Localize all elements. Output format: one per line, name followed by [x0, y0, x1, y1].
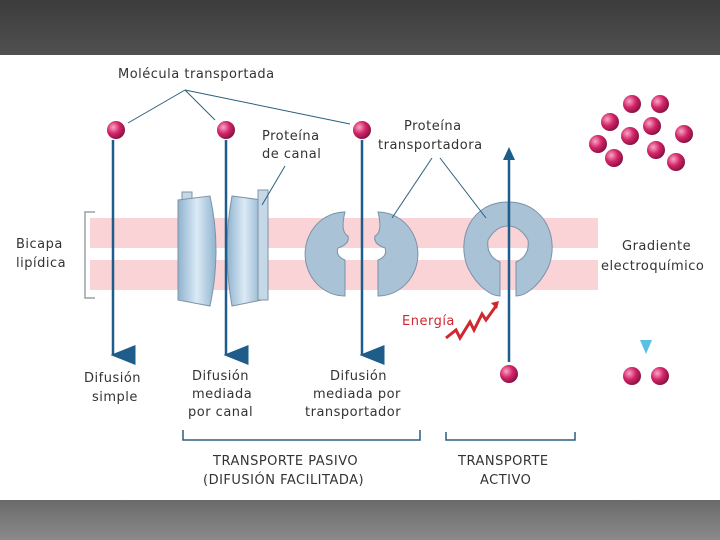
carrier-protein-label-2: transportadora	[378, 138, 483, 153]
active-transport-label-2: ACTIVO	[480, 473, 531, 488]
energy-bolt-icon	[445, 305, 498, 342]
carrier-diffusion-label-1: Difusión	[330, 369, 387, 384]
active-transport-label-1: TRANSPORTE	[457, 454, 549, 469]
energy-label: Energía	[402, 314, 455, 329]
channel-diffusion-label-3: por canal	[188, 405, 253, 420]
slide-bottom-bar	[0, 500, 720, 540]
carrier-protein-passive	[304, 211, 419, 297]
gradient-label-1: Gradiente	[622, 239, 691, 254]
channel-protein	[177, 189, 269, 307]
bilayer-label-2: lipídica	[16, 256, 66, 271]
passive-transport-bracket	[182, 430, 421, 441]
bilayer-label-1: Bicapa	[16, 237, 63, 252]
slide-top-bar	[0, 0, 720, 55]
pointer-lines	[127, 89, 487, 219]
carrier-protein-active	[463, 201, 553, 297]
passive-transport-label-2: (DIFUSIÓN FACILITADA)	[203, 472, 364, 488]
transport-arrows	[110, 140, 652, 365]
channel-diffusion-label-1: Difusión	[192, 369, 249, 384]
molecules	[107, 95, 693, 385]
gradient-label-2: electroquímico	[601, 259, 704, 274]
channel-protein-label-1: Proteína	[262, 129, 320, 144]
channel-diffusion-label-2: mediada	[192, 387, 252, 402]
channel-protein-label-2: de canal	[262, 147, 321, 162]
simple-diffusion-label-2: simple	[92, 390, 138, 405]
active-transport-bracket	[445, 432, 576, 441]
molecule-label: Molécula transportada	[118, 67, 275, 82]
bilayer-bracket	[84, 211, 95, 299]
carrier-diffusion-label-2: mediada por	[313, 387, 401, 402]
passive-transport-label-1: TRANSPORTE PASIVO	[212, 454, 358, 469]
carrier-diffusion-label-3: transportador	[305, 405, 401, 420]
simple-diffusion-label-1: Difusión	[84, 371, 141, 386]
carrier-protein-label-1: Proteína	[404, 119, 462, 134]
